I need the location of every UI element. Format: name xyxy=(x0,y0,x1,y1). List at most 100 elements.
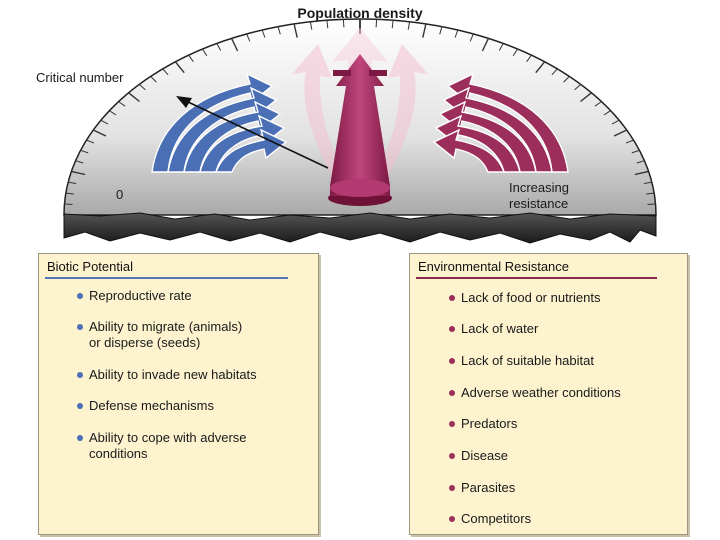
tick-mark xyxy=(634,170,649,176)
tick-mark xyxy=(277,26,281,35)
zero-label: 0 xyxy=(116,187,124,202)
bullet-icon xyxy=(449,485,455,491)
tick-mark xyxy=(580,92,592,103)
list-item: Lack of food or nutrients xyxy=(449,290,600,306)
tick-mark xyxy=(75,160,84,164)
tick-mark xyxy=(526,54,532,62)
tick-mark xyxy=(92,129,107,137)
list-item: Adverse weather conditions xyxy=(449,385,621,401)
tick-mark xyxy=(563,76,570,83)
list-item: Lack of water xyxy=(449,321,538,337)
increasing-resistance-label: Increasing resistance xyxy=(509,180,569,212)
gauge-torn-edge xyxy=(63,212,657,244)
tick-mark xyxy=(636,160,645,164)
list-item: Competitors xyxy=(449,511,531,527)
tick-mark xyxy=(342,19,345,28)
list-item: Ability to cope with adverse conditions xyxy=(77,430,247,462)
tick-mark xyxy=(128,92,140,103)
tick-mark xyxy=(86,139,95,144)
gauge-needle xyxy=(328,54,392,206)
tick-mark xyxy=(551,68,558,76)
tick-mark xyxy=(454,29,459,38)
tick-mark xyxy=(603,110,611,116)
bullet-icon xyxy=(77,324,83,330)
environmental-heading-rule xyxy=(416,277,657,279)
tick-mark xyxy=(407,21,411,30)
bullet-icon xyxy=(449,358,455,364)
list-item: Ability to invade new habitats xyxy=(77,367,257,383)
tick-mark xyxy=(162,68,169,76)
bullet-icon xyxy=(77,435,83,441)
tick-mark xyxy=(631,149,640,154)
bullet-icon xyxy=(77,372,83,378)
tick-mark xyxy=(216,43,222,51)
tick-mark xyxy=(138,84,146,91)
tick-mark xyxy=(646,192,655,195)
list-item: Predators xyxy=(449,416,517,432)
tick-mark xyxy=(643,181,652,184)
needle-marker-right xyxy=(369,70,387,76)
bullet-icon xyxy=(449,421,455,427)
gauge-ticks xyxy=(64,19,656,205)
resistance-arrows xyxy=(432,72,569,173)
tick-mark xyxy=(68,181,77,184)
list-item: Lack of suitable habitat xyxy=(449,353,594,369)
tick-mark xyxy=(647,203,656,205)
biotic-potential-panel: Biotic Potential Reproductive rate Abili… xyxy=(38,253,319,535)
tick-mark xyxy=(535,61,546,74)
environmental-resistance-panel: Environmental Resistance Lack of food or… xyxy=(409,253,688,535)
population-gauge xyxy=(63,18,657,244)
tick-mark xyxy=(65,192,74,195)
tick-mark xyxy=(174,61,185,74)
bullet-icon xyxy=(449,453,455,459)
bullet-icon xyxy=(449,516,455,522)
bullet-icon xyxy=(449,295,455,301)
tick-mark xyxy=(613,129,628,137)
critical-pointer xyxy=(176,96,329,169)
resistance-label-line-1: Increasing xyxy=(509,180,569,195)
list-item: Defense mechanisms xyxy=(77,398,214,414)
tick-mark xyxy=(469,33,474,42)
critical-number-label: Critical number xyxy=(36,70,124,85)
tick-mark xyxy=(594,101,602,107)
bullet-icon xyxy=(449,390,455,396)
tick-mark xyxy=(109,110,117,116)
tick-mark xyxy=(309,21,313,30)
needle-marker-left xyxy=(333,70,351,76)
bullet-icon xyxy=(449,326,455,332)
tick-mark xyxy=(439,26,443,35)
tick-mark xyxy=(625,139,634,144)
tick-mark xyxy=(293,23,298,38)
list-item: Reproductive rate xyxy=(77,288,192,304)
list-item: Ability to migrate (animals) or disperse… xyxy=(77,319,242,351)
tick-mark xyxy=(64,203,73,205)
tick-mark xyxy=(498,43,504,51)
tick-mark xyxy=(230,38,239,52)
tick-mark xyxy=(246,33,251,42)
tick-mark xyxy=(80,149,89,154)
biotic-potential-heading: Biotic Potential xyxy=(47,259,133,274)
bullet-icon xyxy=(77,403,83,409)
tick-mark xyxy=(188,54,194,62)
resistance-label-line-2: resistance xyxy=(509,196,569,211)
list-item: Parasites xyxy=(449,480,515,496)
tick-mark xyxy=(574,84,582,91)
tick-mark xyxy=(202,48,208,57)
list-item: Disease xyxy=(449,448,508,464)
bullet-icon xyxy=(77,293,83,299)
tick-mark xyxy=(512,48,518,57)
tick-mark xyxy=(118,101,126,107)
tick-mark xyxy=(391,20,394,29)
biotic-heading-rule xyxy=(45,277,288,279)
environmental-resistance-heading: Environmental Resistance xyxy=(418,259,570,274)
tick-mark xyxy=(71,170,86,176)
tick-mark xyxy=(422,23,427,38)
tick-mark xyxy=(481,38,490,52)
tick-mark xyxy=(261,29,266,38)
tick-mark xyxy=(611,119,620,125)
tick-mark xyxy=(375,19,378,28)
biotic-arrows xyxy=(151,72,288,173)
tick-mark xyxy=(326,20,329,29)
diagram-title: Population density xyxy=(297,5,423,21)
tick-mark xyxy=(150,76,157,83)
